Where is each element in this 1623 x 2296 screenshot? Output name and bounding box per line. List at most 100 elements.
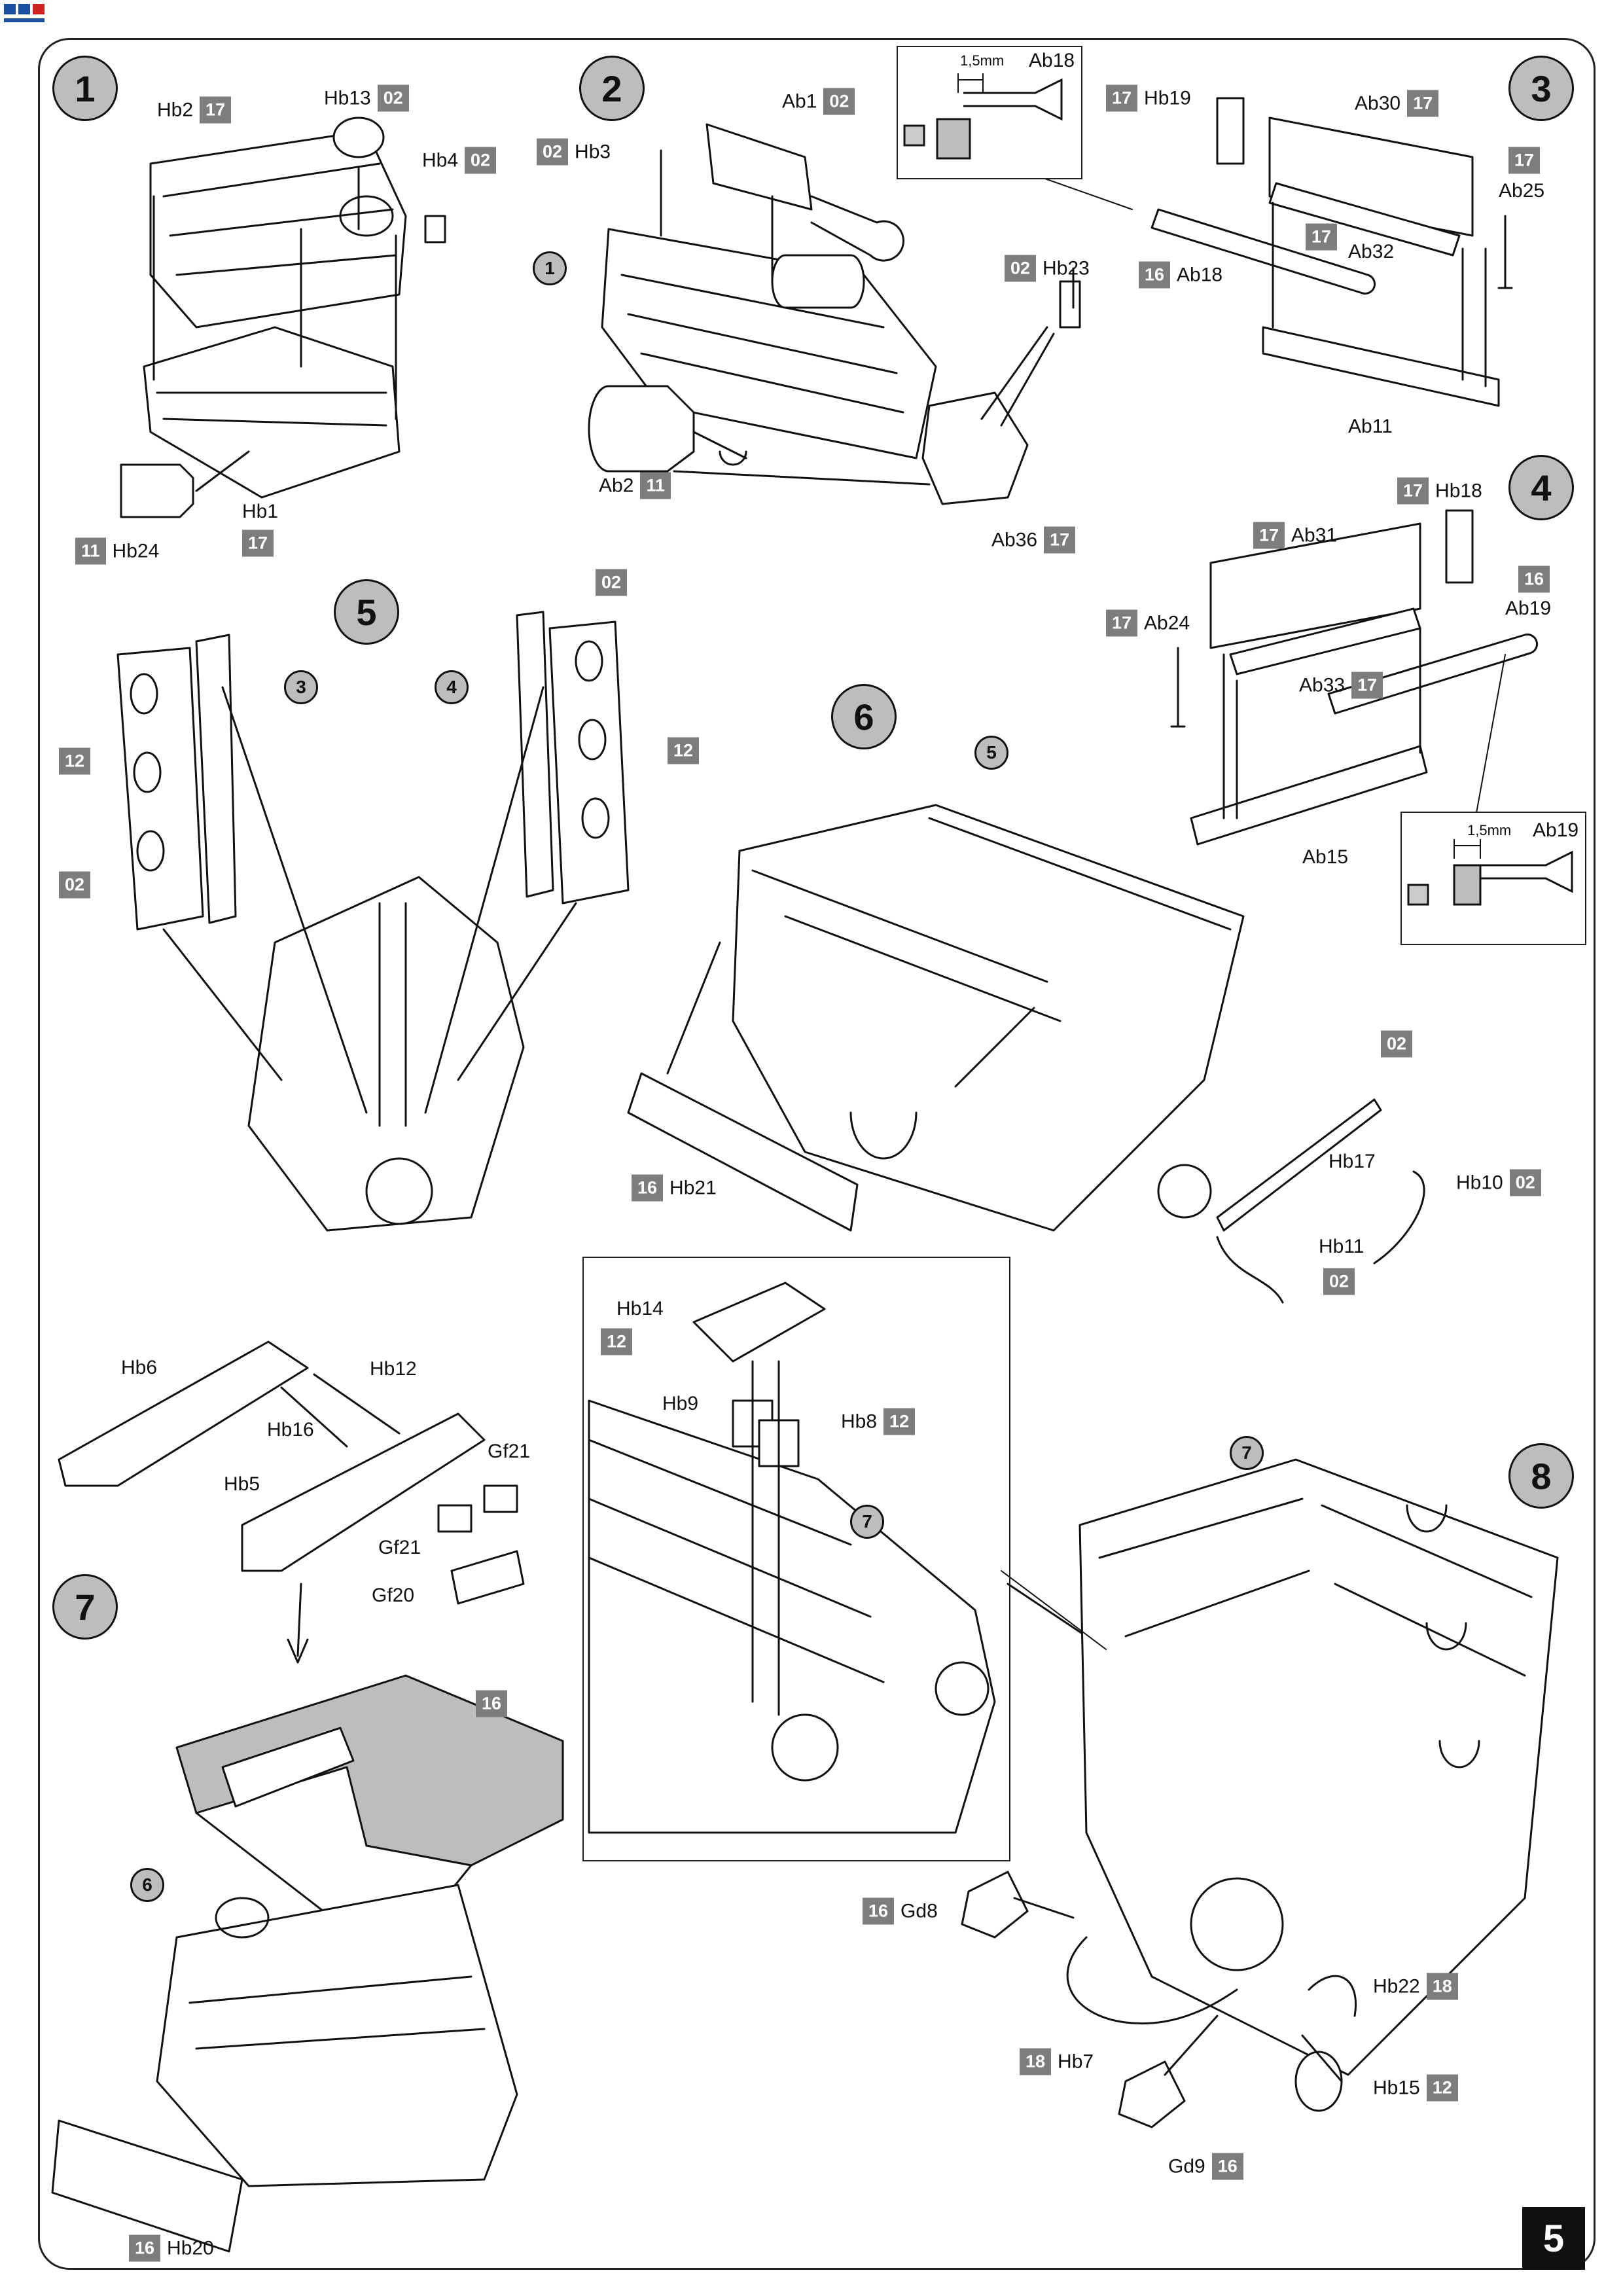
step5-left-code-02: 02 (59, 871, 91, 899)
part-ab19-label: Ab19 (1505, 598, 1552, 619)
part-ab30-code: 17 (1407, 90, 1439, 117)
part-hb11-label: Hb11 (1319, 1236, 1364, 1257)
step7-arrow (287, 1583, 309, 1664)
part-hb22-code: 18 (1426, 1973, 1458, 2000)
part-hb22-label: Hb22 (1373, 1975, 1420, 1997)
part-gf20-label-wrap: Gf20 (372, 1586, 414, 1605)
part-hb1-code: 17 (242, 529, 274, 557)
part-gf21b-label: Gf21 (378, 1537, 421, 1558)
part-hb7-code: 18 (1020, 2048, 1052, 2075)
step7-gf20-plate (450, 1550, 525, 1605)
part-ab24: 17 Ab24 (1106, 609, 1190, 637)
part-hb1-label: Hb1 (242, 501, 279, 522)
part-hb10-code: 02 (1509, 1169, 1541, 1196)
step5-engine-block (247, 876, 525, 1232)
part-hb24-label: Hb24 (112, 540, 160, 562)
part-ab25-label: Ab25 (1499, 180, 1545, 202)
part-ab24-label: Ab24 (1144, 612, 1190, 634)
part-hb14-label-wrap: Hb14 (616, 1299, 664, 1319)
part-ab18-label: Ab18 (1177, 264, 1223, 285)
part-hb8-code: 12 (883, 1408, 916, 1435)
part-hb21-code: 16 (632, 1174, 664, 1202)
part-hb9-label: Hb9 (662, 1393, 699, 1414)
step2-ab36-gearbox (921, 326, 1055, 505)
step-badge-2: 2 (579, 56, 645, 121)
part-ab2-label: Ab2 (599, 475, 634, 496)
part-hb14-label: Hb14 (616, 1298, 664, 1319)
step4-inset-dimension: 1,5mm (1467, 822, 1512, 838)
part-hb6-label: Hb6 (121, 1357, 158, 1378)
step-badge-1: 1 (52, 56, 118, 121)
step8-hb15-pump (1294, 2051, 1343, 2112)
part-ab18-code: 16 (1139, 261, 1171, 289)
part-hb5-label: Hb5 (224, 1473, 260, 1495)
part-gf20-label: Gf20 (372, 1585, 415, 1606)
step5-right-head (516, 611, 630, 905)
part-hb20: 16 Hb20 (129, 2234, 214, 2262)
step2-ref-1: 1 (533, 251, 567, 285)
part-ab36-label: Ab36 (991, 529, 1038, 550)
part-ab32-label: Ab32 (1348, 241, 1395, 262)
part-ab18: 16 Ab18 (1139, 261, 1223, 289)
step8-gd9-cover (1118, 2060, 1186, 2128)
step1-hb24-pump (120, 463, 194, 518)
part-hb10: Hb10 02 (1456, 1169, 1541, 1196)
step-badge-7: 7 (52, 1574, 118, 1640)
part-hb4-label: Hb4 (422, 149, 459, 171)
part-hb19-label: Hb19 (1144, 87, 1191, 109)
step4-inset-drawing (1407, 839, 1573, 906)
step7-gf21-brackets (437, 1484, 518, 1533)
part-hb20-code: 16 (129, 2234, 161, 2262)
step3-inset-dimension: 1,5mm (960, 52, 1005, 69)
step3-detail-inset: 1,5mm Ab18 (897, 46, 1082, 179)
step6-hb21-cover (627, 1072, 859, 1232)
part-hb17-label-wrap: Hb17 (1329, 1152, 1376, 1172)
part-hb7-label: Hb7 (1058, 2051, 1094, 2072)
step7-hb12-leg (280, 1373, 401, 1448)
part-gf21a-label-wrap: Gf21 (488, 1442, 530, 1462)
step2-ab1-rail (705, 123, 904, 262)
part-hb23-code: 02 (1005, 255, 1037, 282)
part-hb10-label: Hb10 (1456, 1172, 1503, 1193)
step5-right-code-02: 02 (596, 569, 628, 596)
step5-ref-3: 3 (284, 670, 318, 704)
part-ab11-label-wrap: Ab11 (1348, 417, 1393, 437)
step-badge-8: 8 (1508, 1443, 1574, 1509)
step5-ref-4: 4 (435, 670, 469, 704)
part-gf21b-label-wrap: Gf21 (378, 1538, 421, 1558)
part-hb22: Hb22 18 (1373, 1973, 1458, 2000)
step8-hb22-pipe (1308, 1975, 1357, 2017)
part-hb18-code: 17 (1397, 477, 1429, 505)
part-ab19-label-wrap: Ab19 (1505, 599, 1551, 619)
part-hb18-label: Hb18 (1435, 480, 1482, 501)
part-hb18: 17 Hb18 (1397, 477, 1482, 505)
part-ab24-code: 17 (1106, 609, 1138, 637)
step6-hb11-pipe (1216, 1236, 1284, 1304)
step4-ab15-tray (1190, 745, 1428, 846)
part-ab31-code: 17 (1253, 522, 1285, 549)
part-hb4-code: 02 (465, 147, 497, 174)
step6-engine (732, 804, 1245, 1232)
part-hb13-label: Hb13 (324, 87, 371, 109)
step1-hb4-bracket (424, 215, 446, 243)
step6-ref-5: 5 (974, 736, 1008, 770)
part-hb6-label-wrap: Hb6 (121, 1358, 157, 1378)
part-ab25-code: 17 (1508, 147, 1541, 174)
step-badge-6: 6 (831, 684, 897, 749)
part-hb20-label: Hb20 (167, 2237, 214, 2259)
part-hb11-label-wrap: Hb11 (1319, 1237, 1364, 1257)
part-ab15-label-wrap: Ab15 (1302, 848, 1348, 867)
step7-engine (156, 1884, 518, 2187)
part-hb16-label: Hb16 (267, 1419, 314, 1441)
part-ab36-code: 17 (1044, 526, 1076, 554)
part-hb9-label-wrap: Hb9 (662, 1394, 698, 1414)
